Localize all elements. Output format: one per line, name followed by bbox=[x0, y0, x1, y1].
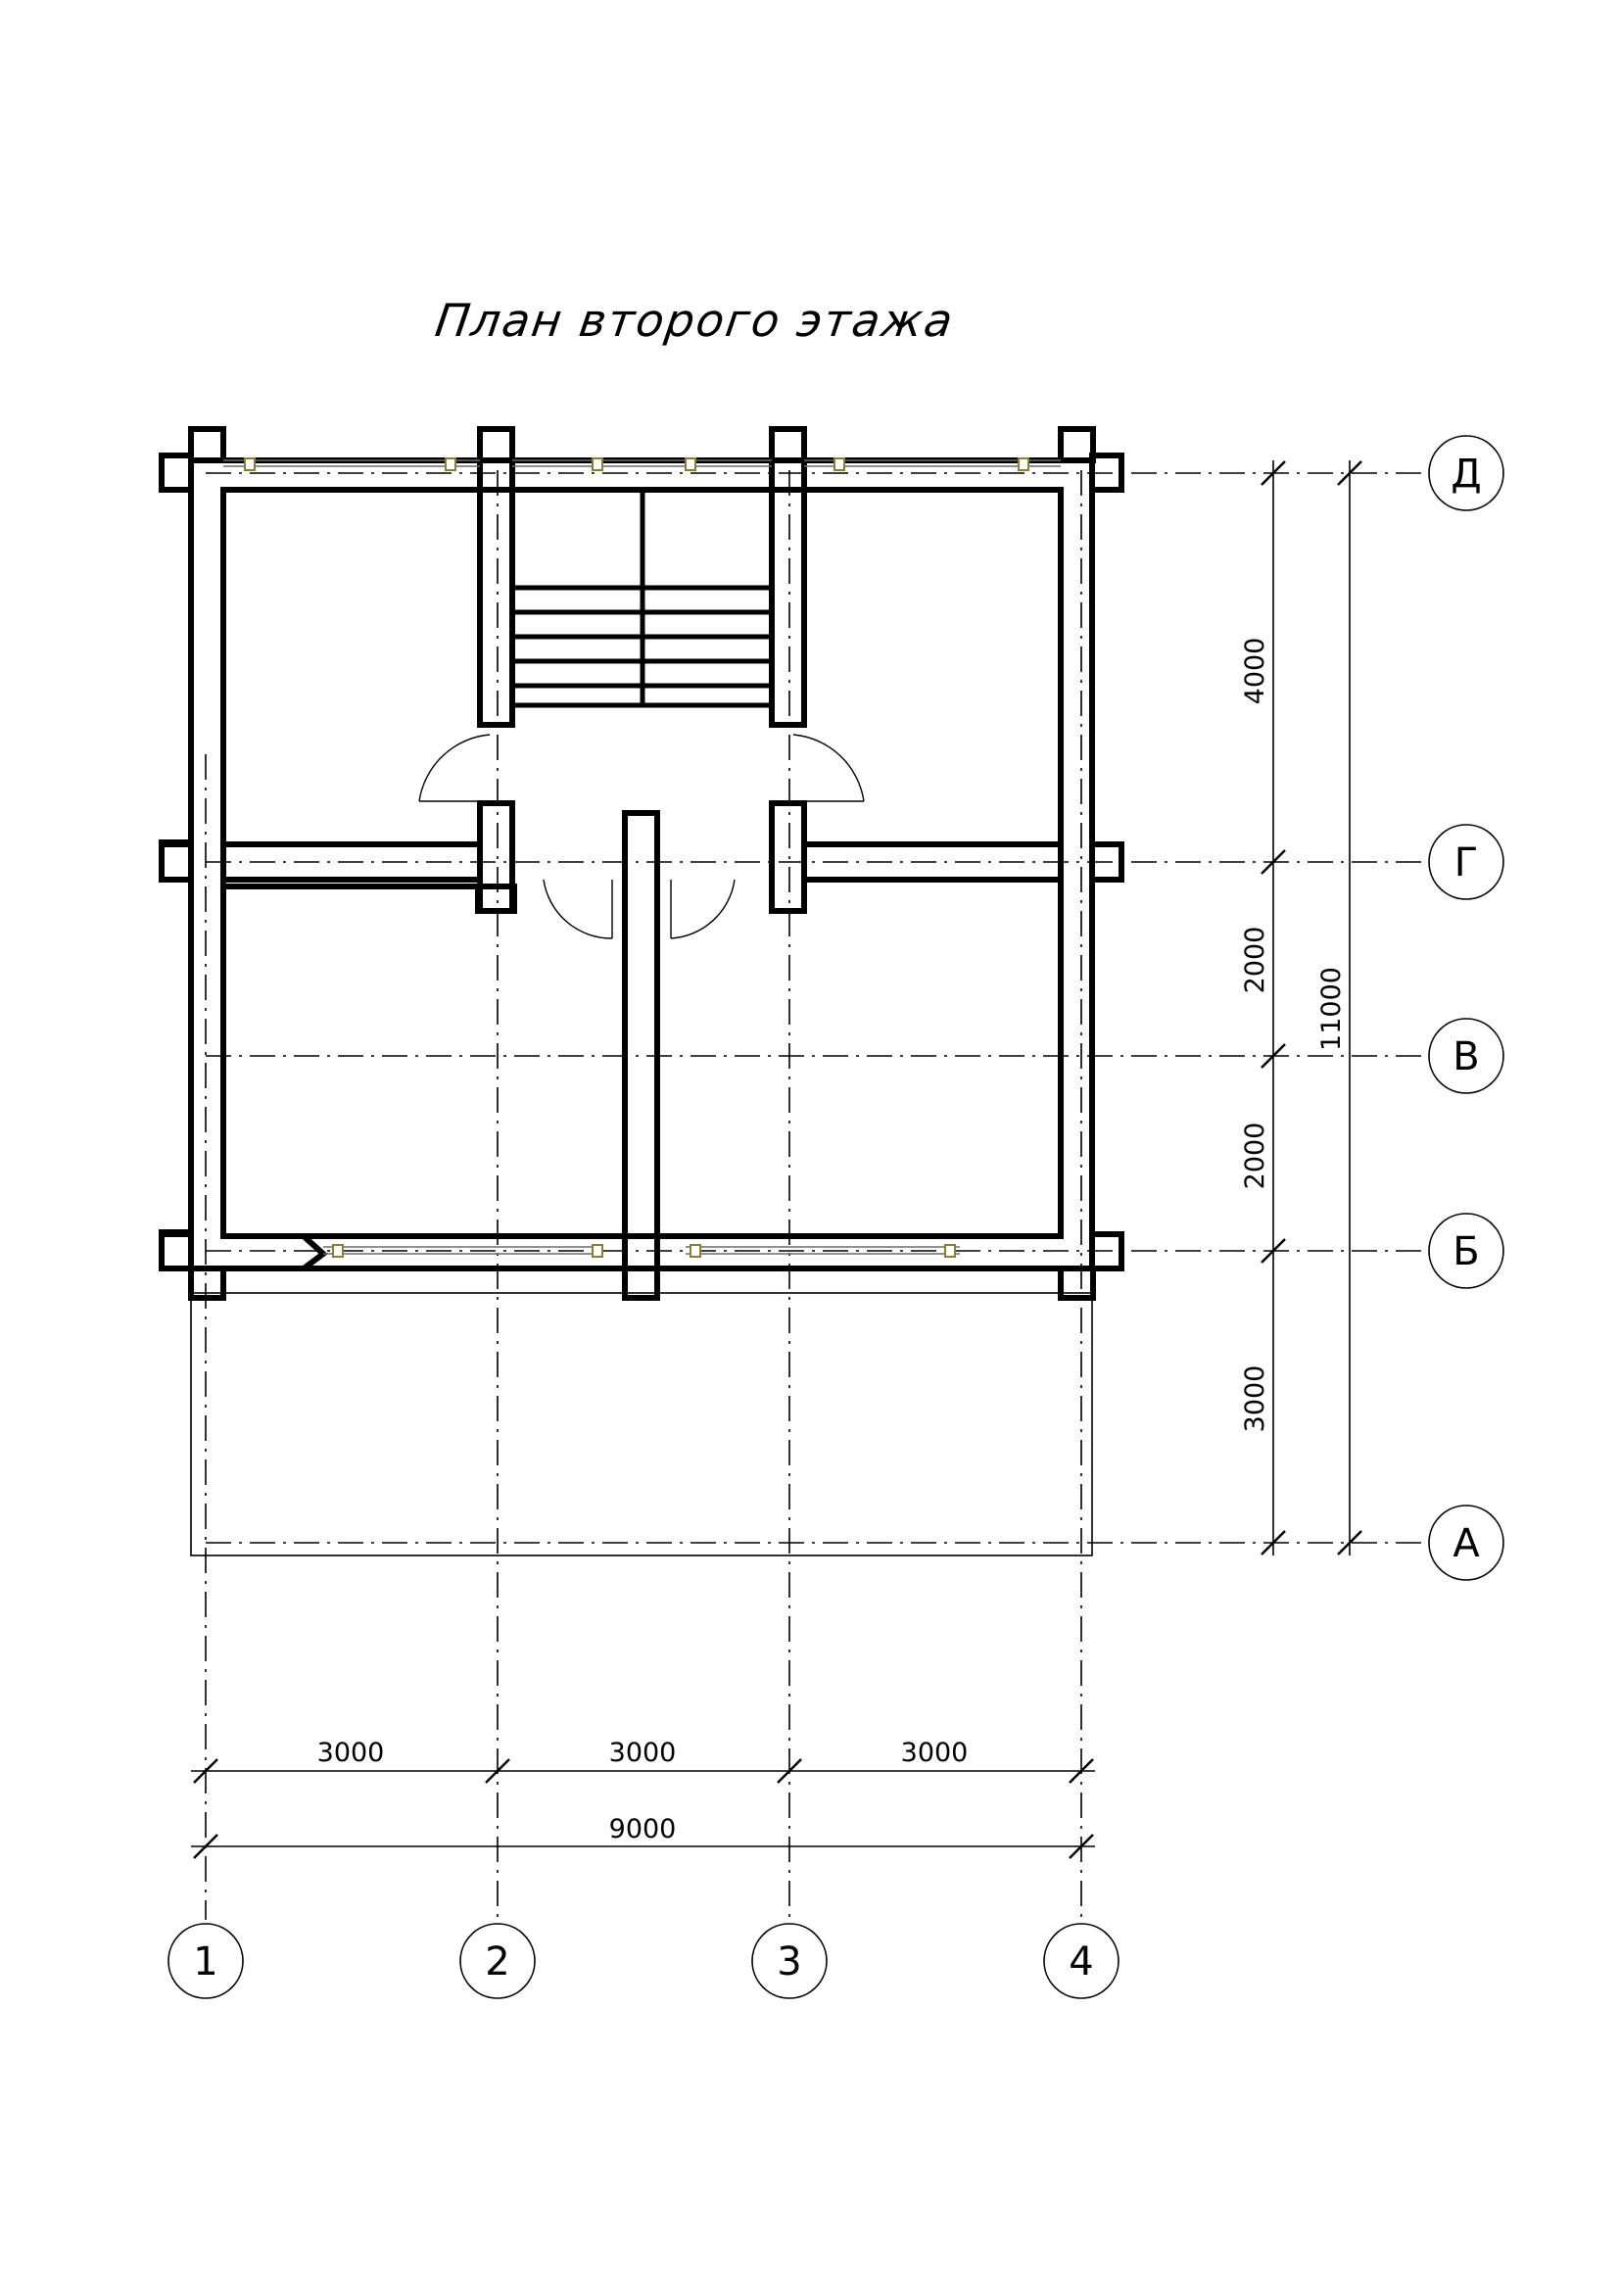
axis-label-a: А bbox=[1452, 1521, 1480, 1566]
axis-lines-vertical bbox=[205, 470, 1082, 1920]
dimension-vertical: 4000 2000 2000 3000 11000 bbox=[1240, 460, 1362, 1555]
log-end-4b bbox=[1058, 1266, 1096, 1301]
axis-lines-horizontal bbox=[206, 472, 1428, 1544]
axis-label-v: В bbox=[1452, 1034, 1479, 1079]
axis-marker-d bbox=[1428, 435, 1504, 511]
plan-title: План второго этажа bbox=[432, 294, 958, 347]
log-end-left-g bbox=[159, 841, 194, 883]
log-end-3d bbox=[769, 426, 807, 463]
wall-g-right bbox=[801, 841, 1064, 883]
door-swing-right bbox=[792, 734, 865, 802]
doors bbox=[418, 734, 865, 939]
terrace-outline bbox=[190, 1292, 1093, 1556]
axis-marker-2 bbox=[459, 1923, 536, 1999]
wall-g-left bbox=[220, 841, 483, 883]
dim-v-1: 4000 bbox=[1240, 638, 1270, 705]
door-swing-center-left bbox=[543, 879, 613, 939]
dim-h-1: 3000 bbox=[317, 1738, 385, 1768]
axis-label-4: 4 bbox=[1069, 1939, 1093, 1985]
door-swing-center-right bbox=[670, 879, 736, 939]
dim-v-4: 3000 bbox=[1240, 1365, 1270, 1433]
axis-marker-1 bbox=[167, 1923, 244, 1999]
axis-marker-g bbox=[1428, 824, 1504, 900]
dim-h-total: 9000 bbox=[609, 1814, 677, 1844]
column-axis-markers: 1 2 3 4 bbox=[167, 1923, 1119, 1999]
dim-v-3: 2000 bbox=[1240, 1123, 1270, 1190]
door-swing-left bbox=[418, 734, 491, 802]
central-wall bbox=[622, 810, 660, 1271]
stair-wall-right bbox=[769, 457, 807, 728]
axis-marker-v bbox=[1428, 1018, 1504, 1094]
log-end-right-b bbox=[1089, 1231, 1124, 1271]
dim-h-3: 3000 bbox=[901, 1738, 969, 1768]
axis-marker-3 bbox=[751, 1923, 828, 1999]
axis-label-g: Г bbox=[1454, 840, 1478, 885]
dimension-horizontal: 3000 3000 3000 9000 bbox=[191, 1738, 1095, 1859]
axis-marker-a bbox=[1428, 1505, 1504, 1581]
axis-label-d: Д bbox=[1451, 452, 1481, 497]
log-end-4d bbox=[1058, 426, 1096, 463]
walls bbox=[159, 426, 1124, 1301]
staircase bbox=[512, 490, 772, 708]
log-end-1b bbox=[188, 1266, 226, 1301]
log-end-left-d bbox=[159, 453, 194, 493]
log-end-1d bbox=[188, 426, 226, 463]
dim-v-2: 2000 bbox=[1240, 927, 1270, 994]
axis-label-2: 2 bbox=[485, 1939, 509, 1985]
log-end-2d bbox=[477, 426, 515, 463]
dim-v-total: 11000 bbox=[1316, 967, 1347, 1051]
axis-label-1: 1 bbox=[193, 1939, 217, 1985]
axis-marker-b bbox=[1428, 1213, 1504, 1289]
log-end-right-g bbox=[1089, 841, 1124, 883]
outer-wall bbox=[159, 429, 517, 1301]
axis-label-b: Б bbox=[1452, 1229, 1479, 1274]
row-axis-markers: Д Г В Б А bbox=[1428, 435, 1504, 1581]
axis-label-3: 3 bbox=[777, 1939, 801, 1985]
axis-marker-4 bbox=[1043, 1923, 1119, 1999]
dim-h-2: 3000 bbox=[609, 1738, 677, 1768]
wall-stub-2g bbox=[477, 800, 515, 914]
log-end-left-b bbox=[159, 1231, 194, 1271]
log-end-right-d bbox=[1089, 453, 1124, 493]
wall-stub-3g bbox=[769, 800, 807, 914]
stair-wall-left bbox=[477, 457, 515, 728]
